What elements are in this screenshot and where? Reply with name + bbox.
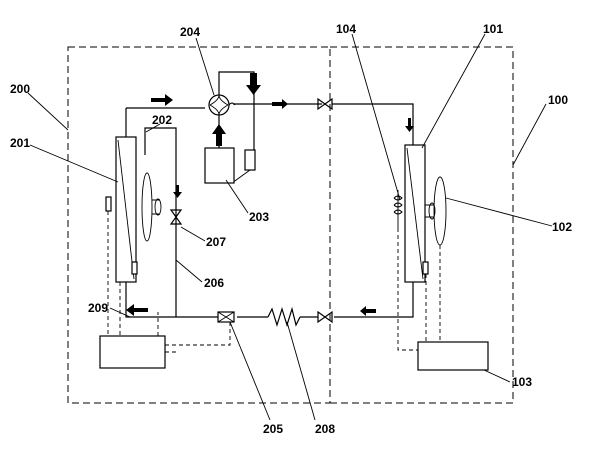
label-206: 206: [204, 276, 224, 290]
outdoor-unit-boundary: [330, 46, 514, 404]
label-100: 100: [548, 93, 568, 107]
four-way-valve: [208, 94, 236, 116]
label-205: 205: [263, 422, 283, 436]
label-208: 208: [315, 422, 335, 436]
label-204: 204: [180, 25, 200, 39]
bypass-valve: [169, 209, 183, 225]
label-104: 104: [336, 22, 356, 36]
label-200: 200: [10, 82, 30, 96]
top-stop-valve: [317, 97, 333, 111]
indoor-controller: [99, 335, 166, 369]
compressor: [204, 147, 256, 184]
indoor-heat-exchanger: [105, 136, 138, 283]
label-103: 103: [512, 375, 532, 389]
outdoor-heat-exchanger: [404, 144, 429, 283]
label-207: 207: [206, 235, 226, 249]
indoor-fan: [141, 172, 162, 242]
leader-lines: [27, 33, 553, 421]
capillary-tube: [267, 306, 301, 328]
label-101: 101: [483, 22, 503, 36]
outdoor-fan: [425, 176, 447, 246]
bottom-stop-valve: [317, 310, 333, 324]
refrigerant-piping: [125, 71, 414, 318]
outdoor-controller: [417, 341, 489, 371]
flow-arrows: [126, 73, 414, 316]
label-203: 203: [249, 210, 269, 224]
label-209: 209: [88, 301, 108, 315]
coil-sensor: [393, 190, 403, 228]
label-202: 202: [152, 113, 172, 127]
reference-labels: 200 201 202 204 203 207 206 209 205 208 …: [10, 22, 572, 436]
expansion-valve: [217, 311, 235, 323]
label-201: 201: [10, 136, 30, 150]
control-wiring: [107, 211, 441, 353]
label-102: 102: [552, 220, 572, 234]
